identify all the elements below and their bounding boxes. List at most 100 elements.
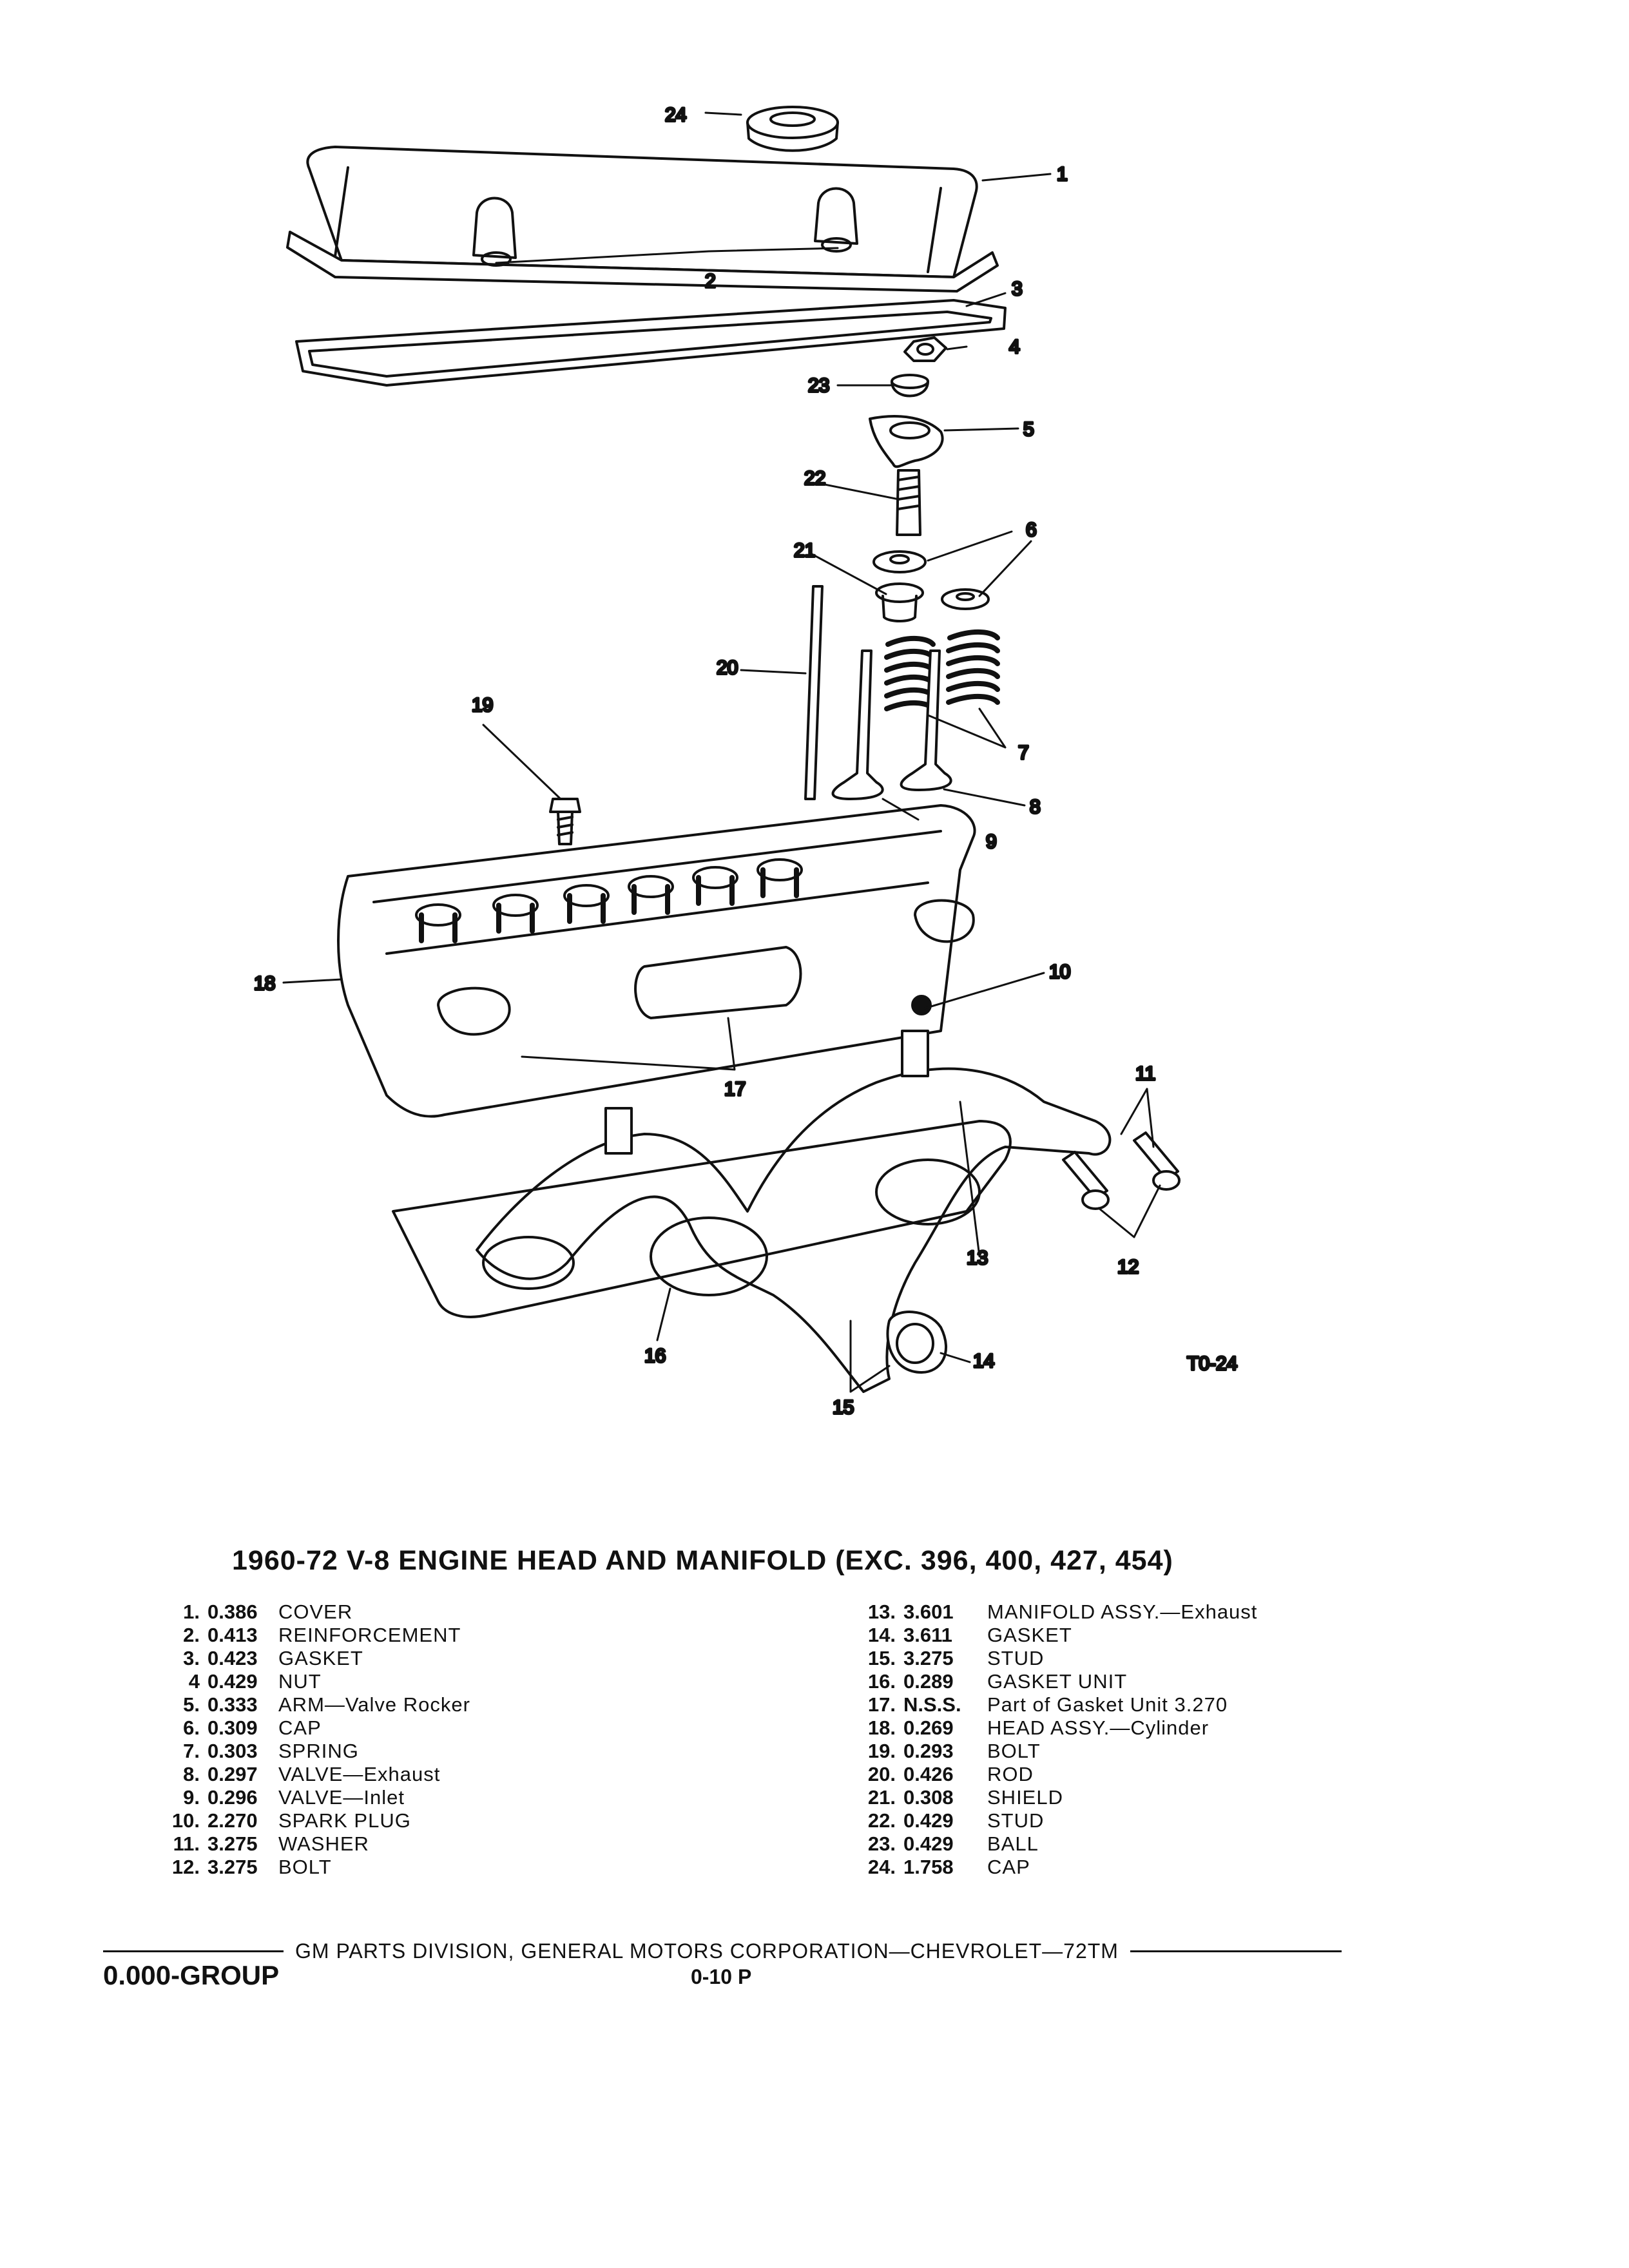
- part-description: SHIELD: [987, 1786, 1063, 1809]
- part-description: STUD: [987, 1809, 1045, 1832]
- part-group-code: 3.601: [903, 1600, 954, 1623]
- part-description: NUT: [278, 1670, 322, 1693]
- manifold-gasket-drawing: [886, 1311, 948, 1374]
- part-number: 14.: [867, 1624, 896, 1646]
- footer-publisher-line: GM PARTS DIVISION, GENERAL MOTORS CORPOR…: [103, 1939, 1353, 1963]
- part-group-code: 3.611: [903, 1624, 952, 1646]
- rocker-arm-drawing: [869, 415, 944, 468]
- parts-list-row: 22. 0.429 STUD: [838, 1809, 1257, 1832]
- part-number: 11.: [173, 1832, 200, 1855]
- part-group-code: 0.308: [903, 1786, 954, 1809]
- part-group-code: 0.296: [207, 1786, 258, 1809]
- callout-13: 13: [967, 1247, 988, 1269]
- part-number: 8.: [183, 1763, 200, 1785]
- part-description: HEAD ASSY.—Cylinder: [987, 1716, 1210, 1739]
- exploded-parts-diagram: 24 1 2 3 4 23 5 22 6 21 20 19 7 8 9 18 1…: [253, 103, 1239, 1419]
- part-number: 15.: [867, 1647, 896, 1669]
- callout-10: 10: [1049, 961, 1070, 983]
- page-title: 1960-72 V-8 ENGINE HEAD AND MANIFOLD (EX…: [232, 1545, 1173, 1576]
- part-group-code: 0.269: [903, 1716, 954, 1739]
- part-group-code: 0.413: [207, 1624, 258, 1646]
- part-group-code: 1.758: [903, 1856, 954, 1878]
- part-description: SPRING: [278, 1740, 359, 1762]
- parts-list-row: 15. 3.275 STUD: [838, 1647, 1257, 1670]
- valve-drawing: [831, 649, 952, 800]
- callout-18: 18: [254, 973, 275, 994]
- part-description: CAP: [278, 1716, 322, 1739]
- part-group-code: 0.303: [207, 1740, 258, 1762]
- part-number: 3.: [183, 1647, 200, 1669]
- part-group-code: 3.275: [903, 1647, 954, 1669]
- part-group-code: 0.293: [903, 1740, 954, 1762]
- parts-list-row: 9. 0.296 VALVE—Inlet: [155, 1786, 470, 1809]
- oil-filler-cap-drawing: [746, 106, 839, 152]
- part-group-code: 0.297: [207, 1763, 258, 1785]
- callout-4: 4: [1009, 336, 1020, 358]
- part-description: BOLT: [987, 1740, 1041, 1762]
- callout-23: 23: [808, 375, 829, 396]
- part-number: 17.: [867, 1693, 896, 1716]
- parts-list-row: 23. 0.429 BALL: [838, 1832, 1257, 1856]
- footer-rule-left: [103, 1950, 284, 1952]
- part-number: 6.: [183, 1716, 200, 1739]
- callout-19: 19: [472, 695, 493, 716]
- part-number: 21.: [867, 1786, 896, 1809]
- part-group-code: 0.429: [903, 1832, 954, 1855]
- callout-8: 8: [1030, 796, 1041, 818]
- callout-21: 21: [794, 540, 815, 561]
- callout-11: 11: [1135, 1063, 1155, 1084]
- part-description: BOLT: [278, 1856, 332, 1878]
- part-number: 1.: [183, 1600, 200, 1623]
- rocker-nut-drawing: [903, 336, 947, 362]
- part-description: Part of Gasket Unit 3.270: [987, 1693, 1228, 1716]
- callout-6: 6: [1026, 519, 1037, 541]
- part-number: 9.: [183, 1786, 200, 1809]
- part-description: GASKET: [987, 1624, 1072, 1646]
- part-description: VALVE—Inlet: [278, 1786, 405, 1809]
- part-description: SPARK PLUG: [278, 1809, 411, 1832]
- head-bolt-drawing: [549, 798, 581, 845]
- part-group-code: 0.426: [903, 1763, 954, 1785]
- part-description: REINFORCEMENT: [278, 1624, 461, 1646]
- part-number: 12.: [171, 1856, 200, 1878]
- part-group-code: 2.270: [207, 1809, 258, 1832]
- part-number: 23.: [867, 1832, 896, 1855]
- part-group-code: 0.429: [903, 1809, 954, 1832]
- callout-1: 1: [1057, 164, 1068, 185]
- parts-list-row: 14. 3.611 GASKET: [838, 1624, 1257, 1647]
- callout-14: 14: [973, 1350, 994, 1372]
- callout-22: 22: [804, 468, 825, 489]
- callout-16: 16: [644, 1345, 666, 1367]
- pivot-ball-drawing: [891, 374, 929, 398]
- part-description: BALL: [987, 1832, 1039, 1855]
- part-number: 19.: [867, 1740, 896, 1762]
- callout-7: 7: [1018, 742, 1029, 764]
- part-group-code: N.S.S.: [903, 1693, 961, 1716]
- part-description: STUD: [987, 1647, 1045, 1669]
- callout-17: 17: [724, 1079, 746, 1100]
- part-number: 24.: [867, 1856, 896, 1878]
- callout-9: 9: [986, 831, 997, 852]
- part-group-code: 0.429: [207, 1670, 258, 1693]
- part-description: COVER: [278, 1600, 353, 1623]
- part-number: 4: [188, 1670, 200, 1693]
- pushrod-drawing: [804, 585, 824, 800]
- callout-2: 2: [705, 271, 716, 292]
- part-description: GASKET UNIT: [987, 1670, 1128, 1693]
- part-number: 16.: [867, 1670, 896, 1693]
- part-number: 22.: [867, 1809, 896, 1832]
- cover-gasket-drawing: [295, 299, 1007, 387]
- part-number: 7.: [183, 1740, 200, 1762]
- parts-list-row: 17. N.S.S. Part of Gasket Unit 3.270: [838, 1693, 1257, 1716]
- cylinder-head-drawing: [337, 804, 976, 1118]
